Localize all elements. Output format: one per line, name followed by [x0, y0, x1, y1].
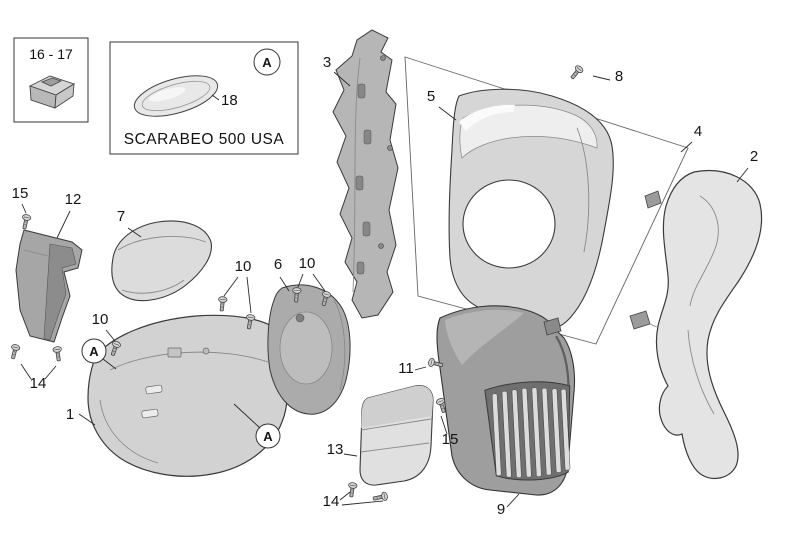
part-6-inner-front-panel	[267, 284, 351, 415]
part-9-grille-panel	[436, 305, 576, 496]
grille-slats	[484, 381, 571, 481]
detail-marker-inset: A	[253, 48, 281, 76]
label-part-1: 1	[66, 406, 96, 426]
label-part-3: 3	[323, 54, 351, 87]
label-part-10-right: 10	[297, 255, 326, 292]
part-number-label: 6	[274, 256, 282, 273]
part-13-lower-cover	[359, 385, 434, 486]
label-part-10-mid: 10	[223, 258, 252, 314]
label-part-10-left: 10	[92, 311, 116, 342]
label-part-14-bottom: 14	[323, 491, 384, 510]
part-number-label: 10	[92, 311, 109, 328]
part-number-label: 9	[497, 501, 505, 518]
part-2-side-fairing	[629, 170, 763, 479]
part-7-fender-cover	[111, 220, 212, 302]
part-number-label: 2	[750, 148, 758, 165]
part-12-inner-panel	[15, 229, 83, 343]
part-5-front-shield	[448, 88, 614, 331]
detail-marker-label: A	[89, 344, 99, 359]
part-number-label: 4	[694, 123, 702, 140]
label-part-15-mid: 15	[440, 415, 459, 448]
screw-part-10-2	[217, 295, 228, 312]
label-part-11: 11	[398, 360, 427, 377]
part-18-gasket	[133, 75, 219, 117]
part-number-label: 15	[442, 431, 459, 448]
screw-part-8	[568, 63, 585, 82]
label-part-7: 7	[117, 208, 142, 238]
label-part-4: 4	[680, 123, 702, 153]
screw-part-14-bottom-1	[346, 481, 358, 498]
detail-marker-fender-left: A	[81, 338, 117, 370]
part-number-label: 14	[323, 493, 340, 510]
ref-box-label: 16 - 17	[29, 46, 73, 62]
part-number-label: 15	[12, 185, 29, 202]
label-part-2: 2	[736, 148, 758, 183]
part-number-label: 1	[66, 406, 74, 423]
part-number-label: 13	[327, 441, 344, 458]
part-16-17-bracket	[28, 75, 76, 109]
part-1-front-fender	[87, 314, 288, 477]
ref-box: 16 - 17	[13, 37, 89, 123]
screw-part-14-left-1	[8, 343, 21, 361]
part-number-label: 10	[299, 255, 316, 272]
label-part-12: 12	[56, 191, 82, 239]
label-part-8: 8	[592, 68, 623, 85]
part-number-label: 10	[235, 258, 252, 275]
screw-part-15-left	[19, 213, 32, 230]
label-part-15-left: 15	[12, 185, 29, 214]
part-number-label: 11	[398, 360, 414, 377]
diagram-title: SCARABEO 500 USA	[124, 131, 285, 148]
part-number-label: 3	[323, 54, 331, 71]
screw-part-14-left-2	[52, 345, 64, 362]
part-3-inner-frame	[332, 29, 399, 319]
part-number-label: 8	[615, 68, 623, 85]
label-part-6: 6	[274, 256, 290, 292]
label-part-9: 9	[497, 493, 520, 518]
detail-marker-label: A	[263, 429, 273, 444]
part-number-label: 12	[65, 191, 82, 208]
label-part-5: 5	[427, 88, 457, 121]
part-number-label: 14	[30, 375, 47, 392]
part-number-label: 5	[427, 88, 435, 105]
title-box: A 18 SCARABEO 500 USA	[109, 41, 299, 155]
label-part-14-left: 14	[20, 363, 57, 392]
label-part-18: 18	[211, 92, 238, 109]
label-part-13: 13	[327, 441, 358, 458]
part-number-label: 18	[221, 92, 238, 109]
detail-marker-label: A	[262, 55, 272, 70]
part-number-label: 7	[117, 208, 125, 225]
detail-marker-fender-right: A	[233, 403, 281, 449]
